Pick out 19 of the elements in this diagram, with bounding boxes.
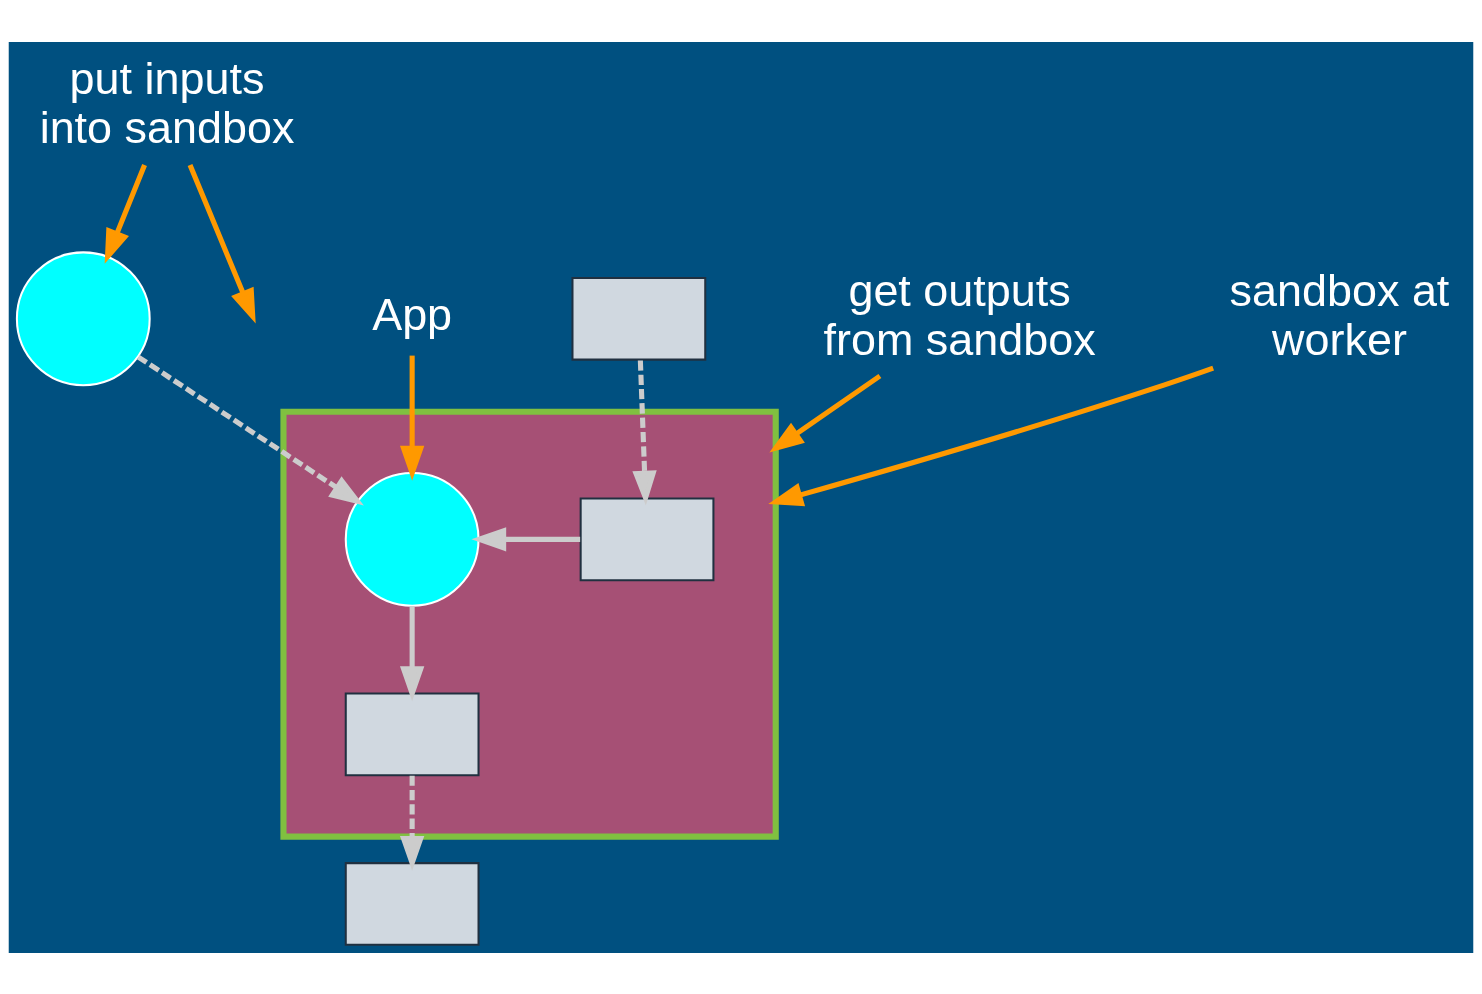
- node-circle: [344, 471, 480, 607]
- node-box: [579, 497, 715, 581]
- node-box: [344, 861, 480, 946]
- arrow: [399, 355, 425, 481]
- arrow: [399, 605, 425, 701]
- node-text: App: [372, 288, 453, 340]
- node-circle: [15, 250, 151, 386]
- arrow: [471, 526, 581, 552]
- node-text: sandbox at worker: [1229, 264, 1450, 365]
- arrow: [768, 365, 1215, 506]
- node-box: [344, 692, 480, 776]
- arrow: [769, 373, 882, 453]
- node-text: put inputs into sandbox: [39, 52, 295, 153]
- arrow: [399, 775, 425, 871]
- arrow: [104, 163, 147, 264]
- node-text: get outputs from sandbox: [823, 264, 1096, 365]
- node-box: [571, 276, 707, 361]
- arrow: [136, 354, 364, 506]
- arrow: [632, 359, 657, 506]
